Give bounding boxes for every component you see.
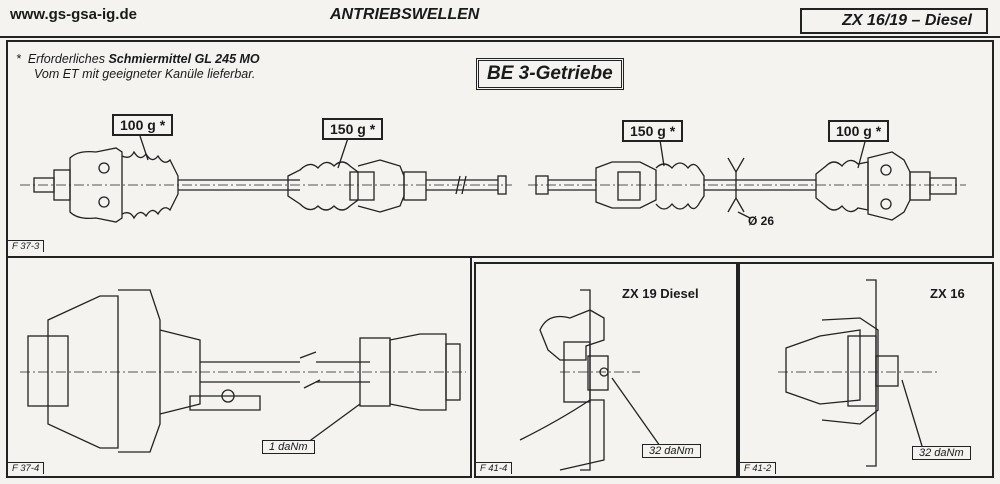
figure-id-f41-2: F 41-2	[740, 462, 777, 474]
variant-zx16: ZX 16	[930, 286, 965, 301]
page-title: ANTRIEBSWELLEN	[330, 6, 480, 23]
left-drive-shaft	[20, 147, 512, 223]
gearbox-section	[20, 289, 466, 453]
panel-f41-2	[738, 262, 994, 478]
model-badge: ZX 16/19 – Diesel	[800, 8, 988, 34]
note-line2: Vom ET mit geeigneter Kanüle lieferbar.	[34, 67, 256, 81]
torque-f37-4: 1 daNm	[262, 440, 315, 454]
header-divider	[0, 36, 1000, 38]
panel-f37-3	[6, 40, 994, 258]
lubricant-note: * Erforderliches Schmiermittel GL 245 MO…	[16, 52, 260, 82]
diameter-label: Ø 26	[748, 214, 775, 228]
qty-right-outer: 100 g *	[828, 120, 890, 142]
figure-id-f41-4: F 41-4	[476, 462, 513, 474]
torque-f41-4: 32 daNm	[642, 444, 701, 458]
torque-f41-2: 32 daNm	[912, 446, 971, 460]
leader-line	[857, 137, 867, 169]
figure-id-f37-4: F 37-4	[8, 462, 45, 474]
lubricant-name: Schmiermittel GL 245 MO	[108, 52, 260, 66]
qty-left-inner: 150 g *	[322, 118, 384, 140]
leader-line	[659, 139, 665, 167]
panel-f37-4	[6, 256, 472, 478]
leader-line	[337, 137, 349, 169]
figure-id-f37-3: F 37-3	[8, 240, 45, 252]
right-drive-shaft	[528, 151, 966, 221]
qty-left-outer: 100 g *	[112, 114, 174, 136]
hub-zx16	[778, 279, 940, 467]
panel-f41-4	[474, 262, 738, 478]
gearbox-label: BE 3-Getriebe	[476, 58, 624, 90]
leader-line	[901, 379, 923, 447]
qty-right-inner: 150 g *	[622, 120, 684, 142]
website-url: www.gs-gsa-ig.de	[10, 6, 137, 23]
leader-line	[139, 135, 149, 161]
leader-line	[611, 377, 661, 447]
note-asterisk: *	[16, 52, 21, 66]
diameter-marker	[727, 157, 751, 219]
variant-zx19: ZX 19 Diesel	[622, 286, 699, 301]
note-prefix: Erforderliches	[27, 52, 105, 66]
hub-zx19	[519, 289, 661, 471]
